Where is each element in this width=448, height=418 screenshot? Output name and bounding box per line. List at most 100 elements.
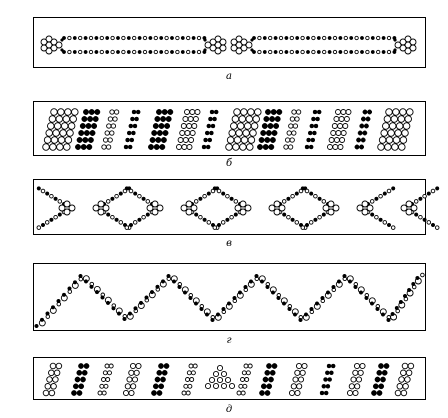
motif-bead: [108, 363, 114, 369]
motif-bead: [192, 363, 198, 369]
triangle-bead: [220, 370, 228, 378]
stripe-bead: [110, 123, 117, 129]
chain-bead: [316, 36, 321, 40]
chevron-arm-bead: [386, 222, 392, 228]
stripe-bead: [262, 144, 269, 150]
rosette-bead: [219, 44, 227, 52]
chevron-tip-bead: [273, 200, 281, 208]
motif-bead: [259, 390, 265, 396]
stripe-bead: [79, 123, 86, 129]
motif-bead: [243, 363, 249, 369]
chain-bead: [262, 50, 267, 54]
motif-bead: [401, 362, 409, 370]
chevron-arm-bead: [206, 220, 212, 225]
stripe-bead: [252, 115, 260, 123]
motif-bead: [158, 383, 165, 390]
stripe-bead: [258, 137, 265, 143]
chevron-arm-bead: [128, 188, 134, 194]
chevron-arm-bead: [141, 196, 146, 201]
motif-bead: [295, 362, 303, 370]
stripe-bead: [274, 116, 281, 122]
stripe-bead: [158, 123, 165, 129]
stripe-bead: [345, 109, 352, 115]
zigzag-bead: [105, 300, 111, 305]
chevron-arm-bead: [300, 186, 305, 191]
chain-bead: [376, 35, 381, 41]
zigzag-bead: [199, 306, 204, 312]
chain-bead: [360, 50, 364, 54]
chevron-tip-bead: [273, 208, 281, 216]
motif-bead: [380, 376, 386, 383]
stripe-bead: [226, 136, 235, 144]
chevron-arm-bead: [40, 222, 46, 228]
stripe-bead: [153, 144, 160, 150]
stripe-bead: [245, 115, 254, 123]
motif-bead: [240, 377, 245, 382]
chain-bead: [349, 36, 354, 40]
stripe-bead: [177, 137, 184, 143]
stripe-bead: [242, 129, 250, 137]
triangle-bead: [212, 382, 220, 390]
zigzag-bead: [276, 295, 281, 301]
panel-d: [33, 357, 426, 400]
motif-bead: [131, 376, 139, 383]
chain-bead: [196, 49, 202, 55]
chevron-arm-bead: [114, 217, 119, 222]
stripe-bead: [340, 109, 347, 115]
triangle-bead: [224, 376, 232, 384]
chevron-tip-bead: [68, 204, 76, 212]
motif-bead: [241, 370, 247, 376]
motif-bead: [186, 370, 192, 376]
chevron-arm-bead: [118, 191, 123, 196]
stripe-bead: [50, 136, 59, 144]
rosette-accent: [393, 38, 397, 42]
chevron-tip-bead: [327, 208, 335, 216]
stripe-bead: [333, 137, 340, 143]
chevron-arm-bead: [57, 212, 62, 217]
zigzag-bead: [182, 290, 188, 295]
chevron-arm-bead: [382, 220, 388, 225]
stripe-bead: [184, 130, 191, 136]
chain-bead: [110, 35, 115, 41]
chevron-arm-bead: [141, 214, 146, 220]
motif-bead: [163, 363, 170, 369]
stripe-bead: [367, 109, 373, 115]
chevron-arm-bead: [304, 222, 310, 228]
stripe-bead: [209, 130, 214, 136]
motif-bead: [327, 377, 332, 382]
stripe-bead: [261, 123, 268, 129]
chevron-arm-bead: [225, 217, 230, 222]
chevron-arm-bead: [294, 220, 300, 225]
stripe-bead: [292, 123, 299, 129]
zigzag-bead: [237, 290, 243, 295]
stripe-bead: [194, 109, 201, 115]
stripe-bead: [134, 116, 139, 122]
zigzag-bead: [226, 301, 232, 306]
chain-bead: [175, 35, 180, 41]
zigzag-bead: [342, 273, 347, 279]
chain-bead: [180, 36, 185, 40]
stripe-bead: [156, 130, 163, 136]
motif-bead: [269, 369, 276, 376]
stripe-bead: [57, 136, 66, 144]
motif-bead: [288, 389, 296, 397]
chevron-tip-bead: [63, 200, 71, 208]
stripe-bead: [268, 144, 275, 150]
stripe-bead: [109, 130, 115, 136]
stripe-bead: [404, 115, 412, 123]
zigzag-bead: [204, 312, 210, 317]
stripe-bead: [228, 129, 236, 137]
rosette-bead: [409, 44, 417, 52]
stripe-bead: [152, 123, 159, 129]
chain-bead: [126, 36, 131, 40]
chain-bead: [121, 49, 126, 55]
stripe-bead: [388, 122, 397, 130]
chevron-arm-bead: [426, 220, 432, 225]
stripe-bead: [105, 144, 112, 150]
chain-bead: [153, 49, 158, 55]
stripe-bead: [398, 143, 406, 151]
stripe-bead: [289, 116, 296, 122]
chevron-arm-bead: [124, 225, 130, 230]
stripe-bead: [295, 109, 302, 115]
motif-bead: [326, 363, 332, 369]
